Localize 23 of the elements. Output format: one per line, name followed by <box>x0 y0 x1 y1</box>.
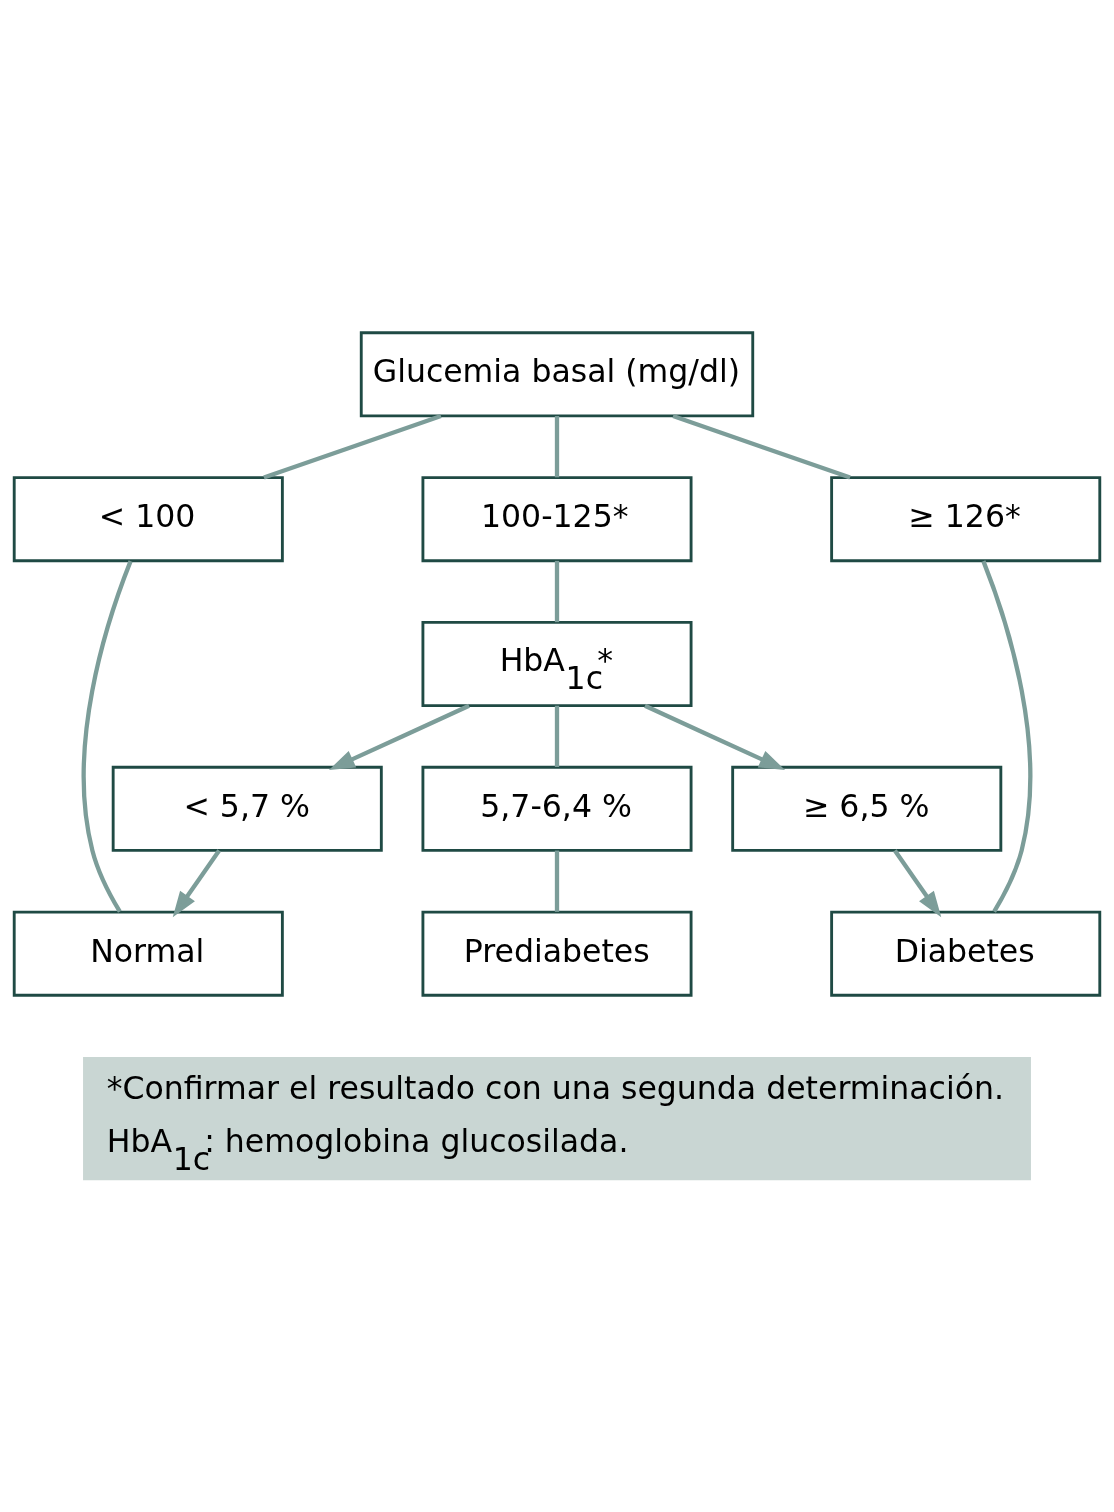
node-box: ≥ 6,5 % <box>731 765 1003 852</box>
connector <box>554 415 560 477</box>
arrow <box>644 703 786 770</box>
node-box: ≥ 126* <box>830 475 1102 562</box>
node-box: Glucemia basal (mg/dl) <box>359 330 755 417</box>
node-box: 100-125* <box>421 475 693 562</box>
node-box: Normal <box>12 910 284 997</box>
connector <box>672 413 851 480</box>
label: *Confirmar el resultado con una segunda determinación. <box>106 1069 1004 1106</box>
connector <box>554 560 560 622</box>
node-box: 5,7-6,4 % <box>421 765 693 852</box>
arrow <box>172 848 221 917</box>
connector <box>554 705 560 767</box>
node-box: < 100 <box>12 475 284 562</box>
connector <box>263 413 442 480</box>
arrow <box>893 848 942 917</box>
connector <box>981 559 1033 913</box>
arrow <box>328 703 470 770</box>
node-box: < 5,7 % <box>111 765 383 852</box>
connector <box>81 559 133 913</box>
connector <box>554 850 560 912</box>
node-box: Prediabetes <box>421 910 693 997</box>
node-box: Diabetes <box>830 910 1102 997</box>
